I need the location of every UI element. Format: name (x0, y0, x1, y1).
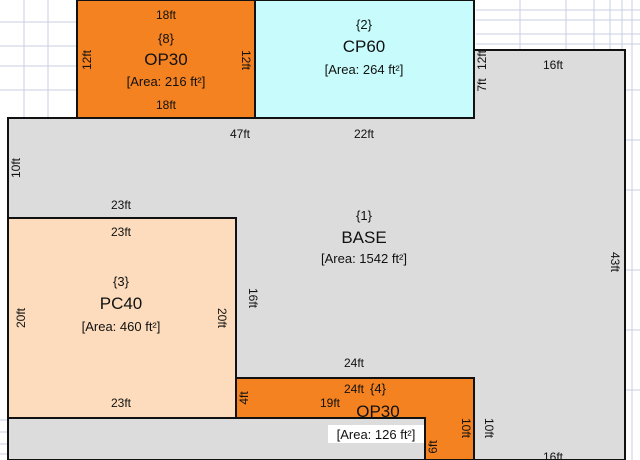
op30-top-dimension-bottom: 18ft (156, 98, 177, 112)
op30-bottom-dimension-top: 24ft (344, 382, 365, 396)
pc40-dimension-top: 23ft (111, 225, 132, 239)
pc40-area-code: PC40 (100, 294, 143, 313)
cp60-dimension-right: 12ft (475, 49, 489, 70)
op30-top-area-id: {8} (158, 31, 175, 46)
op30-bottom-area-label-bg (328, 425, 424, 443)
cp60-area-size: [Area: 264 ft²] (325, 62, 404, 77)
op30-top-area-shape[interactable] (76, 0, 256, 119)
pc40-dimension-bottom: 23ft (111, 396, 132, 410)
op30-bottom-dimension-step: 6ft (426, 440, 440, 454)
op30-bottom-area-code: OP30 (356, 402, 399, 421)
base-dimension-top-right: 16ft (543, 58, 564, 72)
op30-bottom-area-id: {4} (370, 381, 387, 396)
base-dimension-inner-top: 23ft (111, 198, 132, 212)
base-area-size: [Area: 1542 ft²] (321, 251, 407, 266)
pc40-area-size: [Area: 460 ft²] (82, 319, 161, 334)
cp60-area-shape[interactable] (254, 0, 475, 119)
base-dimension-inner-side: 16ft (246, 288, 260, 309)
op30-top-area-size: [Area: 216 ft²] (127, 74, 206, 89)
op30-top-dimension-left: 12ft (80, 49, 94, 70)
base-dimension-right: 43ft (608, 252, 622, 273)
op30-bottom-dimension-mid: 19ft (320, 396, 341, 410)
op30-bottom-dimension-right: 10ft (482, 418, 496, 439)
base-area-id: {1} (356, 208, 373, 223)
cp60-area-id: {2} (356, 17, 373, 32)
op30-bottom-area-size: [Area: 126 ft²] (337, 427, 416, 442)
pc40-dimension-left: 20ft (14, 307, 28, 328)
base-dimension-left: 10ft (9, 157, 23, 178)
base-dimension-top-left: 47ft (230, 127, 251, 141)
pc40-area-id: {3} (113, 274, 130, 289)
base-dimension-top-mid: 22ft (354, 127, 375, 141)
op30-top-dimension-top: 18ft (156, 8, 177, 22)
base-dimension-bottom-right: 16ft (543, 450, 564, 460)
op30-bottom-dimension-right-inner: 10ft (459, 418, 473, 439)
op30-top-area-code: OP30 (144, 50, 187, 69)
base-area-code: BASE (341, 228, 386, 247)
base-dimension-notch: 7ft (475, 78, 489, 92)
op30-top-dimension-right: 12ft (239, 50, 253, 71)
op30-bottom-dimension-left: 4ft (237, 391, 251, 405)
cp60-area-code: CP60 (343, 37, 386, 56)
pc40-dimension-right: 20ft (215, 308, 229, 329)
base-dimension-lower: 24ft (344, 356, 365, 370)
pc40-area-shape[interactable] (7, 217, 237, 419)
op30-bottom-area-shape[interactable] (235, 377, 475, 460)
